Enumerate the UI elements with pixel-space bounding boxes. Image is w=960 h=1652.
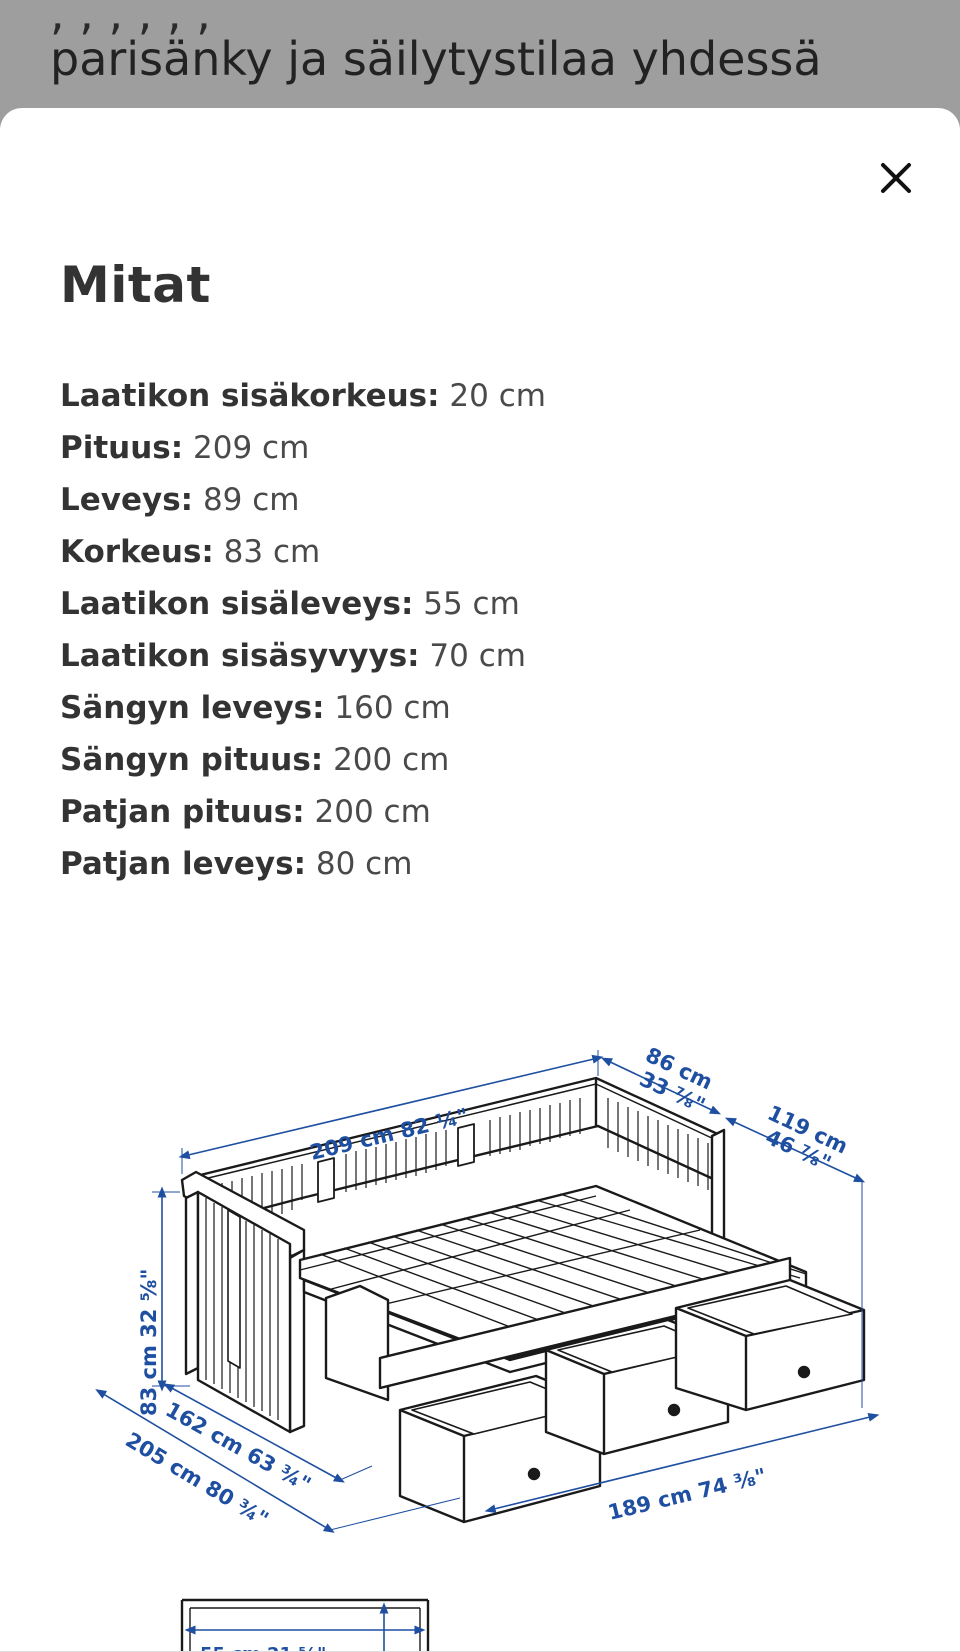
dimension-label: Sängyn pituus: bbox=[60, 742, 324, 778]
background-heading-line: parisänky ja säilytystilaa yhdessä bbox=[50, 32, 822, 86]
close-icon bbox=[881, 163, 911, 193]
close-button[interactable] bbox=[874, 156, 918, 200]
daybed-dimension-diagram: 209 cm 82 ¼" 86 cm 33 ⅞" 119 cm 46 ⅞" 83… bbox=[95, 1043, 880, 1652]
dimension-value: 160 cm bbox=[334, 690, 451, 726]
dimension-value: 80 cm bbox=[315, 846, 413, 882]
dim-height-label: 83 cm 32 ⅝" bbox=[137, 1269, 161, 1416]
background-heading-cut-line: , , , , , , bbox=[50, 0, 211, 40]
dimension-label: Patjan pituus: bbox=[60, 794, 305, 830]
dimension-label: Leveys: bbox=[60, 482, 194, 518]
dimension-value: 83 cm bbox=[223, 534, 321, 570]
daybed-drawing bbox=[180, 1076, 866, 1652]
dimension-label: Korkeus: bbox=[60, 534, 214, 570]
dimension-list: Laatikon sisäkorkeus: 20 cm Pituus: 209 … bbox=[60, 370, 546, 890]
dimension-label: Laatikon sisäsyvyys: bbox=[60, 638, 420, 674]
dimension-row: Laatikon sisäleveys: 55 cm bbox=[60, 578, 546, 630]
dimension-row: Patjan pituus: 200 cm bbox=[60, 786, 546, 838]
dimension-row: Korkeus: 83 cm bbox=[60, 526, 546, 578]
dimension-row: Patjan leveys: 80 cm bbox=[60, 838, 546, 890]
dimension-lines bbox=[95, 1050, 880, 1652]
dimension-value: 200 cm bbox=[333, 742, 450, 778]
dim-drawer-run-label: 189 cm 74 ⅜" bbox=[606, 1464, 769, 1525]
dimension-row: Sängyn pituus: 200 cm bbox=[60, 734, 546, 786]
background-heading: , , , , , , parisänky ja säilytystilaa y… bbox=[50, 0, 950, 90]
dimension-value: 209 cm bbox=[193, 430, 310, 466]
dimension-label: Patjan leveys: bbox=[60, 846, 306, 882]
dimension-label: Pituus: bbox=[60, 430, 184, 466]
dimension-value: 55 cm bbox=[423, 586, 520, 622]
dimension-value: 200 cm bbox=[314, 794, 431, 830]
dimension-label: Sängyn leveys: bbox=[60, 690, 325, 726]
dimension-row: Laatikon sisäkorkeus: 20 cm bbox=[60, 370, 546, 422]
dimension-value: 89 cm bbox=[202, 482, 300, 518]
dimension-row: Sängyn leveys: 160 cm bbox=[60, 682, 546, 734]
dimension-value: 20 cm bbox=[449, 378, 546, 414]
dimension-label: Laatikon sisäleveys: bbox=[60, 586, 414, 622]
dim-drawer-width-label: 55 cm 21 ⅝" bbox=[200, 1644, 326, 1652]
dimension-row: Leveys: 89 cm bbox=[60, 474, 546, 526]
dimension-value: 70 cm bbox=[429, 638, 526, 674]
dimensions-modal: Mitat Laatikon sisäkorkeus: 20 cm Pituus… bbox=[0, 108, 960, 1652]
dimension-row: Laatikon sisäsyvyys: 70 cm bbox=[60, 630, 546, 682]
dimension-row: Pituus: 209 cm bbox=[60, 422, 546, 474]
modal-title: Mitat bbox=[60, 256, 211, 314]
dimension-label: Laatikon sisäkorkeus: bbox=[60, 378, 440, 414]
